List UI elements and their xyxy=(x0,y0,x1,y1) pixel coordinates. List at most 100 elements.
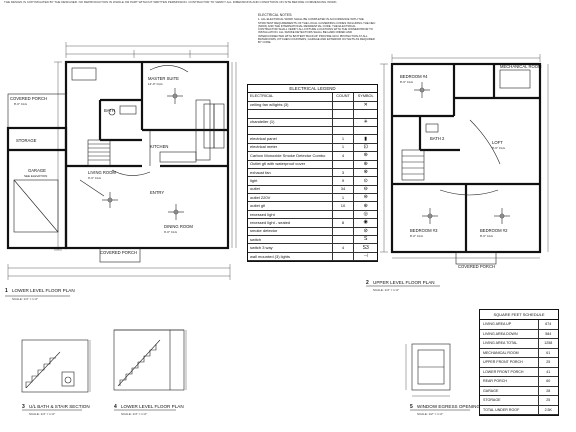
detail-3-scale: SCALE: 1/4" = 1'-0" xyxy=(29,412,55,416)
detail-4-title: LOWER LEVEL FLOOR PLAN xyxy=(121,404,184,409)
electrical-legend: ELECTRICAL LEGEND ELECTRICAL COUNT SYMBO… xyxy=(247,84,378,263)
upper-plan-title: UPPER LEVEL FLOOR PLAN xyxy=(373,280,435,285)
legend-label: light xyxy=(248,177,333,185)
legend-count: 4 xyxy=(333,244,355,252)
schedule-label: LIVING AREA UP xyxy=(480,320,539,329)
schedule-value: 25 xyxy=(546,360,551,365)
room-living-room: LIVING ROOM xyxy=(88,170,116,175)
legend-symbol: ⊡ xyxy=(363,143,368,150)
legend-count xyxy=(333,160,355,168)
legend-row xyxy=(248,126,377,136)
legend-label: electrical panel xyxy=(248,135,333,143)
schedule-label: LOWER FRONT PORCH xyxy=(480,367,539,376)
room-dining-room: DINING ROOM xyxy=(164,224,193,229)
lower-plan-number: 1 xyxy=(5,288,8,294)
electrical-notes-title: ELECTRICAL NOTES: xyxy=(258,13,293,17)
legend-label: outlet gfi xyxy=(248,202,333,210)
legend-row: wall mounted (3) lights⊣ xyxy=(248,252,377,262)
legend-count: 1 xyxy=(333,143,355,152)
schedule-label: REAR PORCH xyxy=(480,377,539,386)
legend-title: ELECTRICAL LEGEND xyxy=(248,85,377,94)
legend-symbol: ⊣ xyxy=(363,253,368,260)
schedule-label: STORAGE xyxy=(480,396,539,405)
lower-level-floor-plan: MASTER SUITE 14'-0" CLG BATH KITCHEN LIV… xyxy=(5,42,237,301)
legend-count xyxy=(333,252,355,261)
room-loft: LOFT xyxy=(492,140,503,145)
legend-count: 1 xyxy=(333,135,355,143)
room-bedroom-4-size: 8'-0" CLG xyxy=(400,80,414,84)
room-storage: STORAGE xyxy=(16,138,37,143)
room-garage: GARAGE xyxy=(28,168,46,173)
room-bath: BATH xyxy=(104,108,115,113)
room-mechanical-room: MECHANICAL ROOM xyxy=(500,64,542,69)
legend-label: Outlet gfi with waterproof cover xyxy=(248,160,333,168)
room-covered-porch-upper: COVERED PORCH xyxy=(458,264,495,269)
legend-count: 10 xyxy=(333,202,355,210)
legend-symbol: ◎ xyxy=(363,211,368,218)
room-covered-porch-size: 8'-0" CLG xyxy=(14,102,28,106)
legend-label: outlet xyxy=(248,185,333,194)
legend-count: 4 xyxy=(333,152,355,160)
room-covered-porch-2: COVERED PORCH xyxy=(100,250,137,255)
schedule-row: UPPER FRONT PORCH 25 xyxy=(480,358,558,368)
schedule-value: 41 xyxy=(546,369,551,374)
legend-count xyxy=(333,236,355,244)
room-entry: ENTRY xyxy=(150,190,164,195)
detail-5-title: WINDOW EGRESS OPENING SIZE xyxy=(417,404,492,409)
legend-count xyxy=(333,118,355,126)
legend-symbol xyxy=(354,127,377,134)
legend-count: 34 xyxy=(333,185,355,194)
legend-count xyxy=(333,210,355,219)
schedule-row: STORAGE 25 xyxy=(480,396,558,406)
schedule-label: UPPER FRONT PORCH xyxy=(480,358,539,367)
legend-symbol: ▮ xyxy=(364,135,368,142)
legend-symbol: ⊜ xyxy=(363,194,368,201)
legend-symbol: ⊕ xyxy=(363,202,368,209)
room-bedroom-3-size: 8'-0" CLG xyxy=(410,234,424,238)
schedule-value: 2.5K xyxy=(544,407,552,412)
legend-symbol: ⊙ xyxy=(363,177,368,184)
schedule-label: MECHANICAL ROOM xyxy=(480,348,539,357)
schedule-row: LOWER FRONT PORCH 41 xyxy=(480,367,558,377)
schedule-value: 674 xyxy=(545,322,552,327)
schedule-value: 25 xyxy=(546,398,551,403)
detail-bath-stair-section: 3 U/L BATH & STAIR SECTION SCALE: 1/4" =… xyxy=(21,339,91,416)
room-living-room-size: 9'-0" CLG xyxy=(88,176,102,180)
detail-5-scale: SCALE: 1/2" = 1'-0" xyxy=(417,412,443,416)
legend-symbol: ⊖ xyxy=(363,185,368,192)
legend-count xyxy=(333,126,355,135)
legend-symbol: ⊗ xyxy=(363,169,368,176)
schedule-value: 1258 xyxy=(544,341,553,346)
room-bedroom-2-size: 8'-0" CLG xyxy=(480,234,494,238)
legend-label: Carbon Monoxide Smoke Detector Combo xyxy=(248,152,333,160)
schedule-title: SQUARE FEET SCHEDULE xyxy=(480,310,558,320)
room-bedroom-2: BEDROOM #2 xyxy=(480,228,508,233)
legend-header-electrical: ELECTRICAL xyxy=(248,93,333,101)
legend-count xyxy=(333,101,355,110)
room-kitchen: KITCHEN xyxy=(150,144,168,149)
schedule-row: REAR PORCH 60 xyxy=(480,377,558,387)
legend-row: recessed light◎ xyxy=(248,210,377,220)
schedule-value: 60 xyxy=(546,379,551,384)
legend-symbol: S3 xyxy=(362,244,369,251)
room-bath-2: BATH 2 xyxy=(430,136,445,141)
legend-symbol xyxy=(354,110,377,117)
room-master-suite-size: 14'-0" CLG xyxy=(148,82,163,86)
room-loft-size: 8'-0" CLG xyxy=(492,146,506,150)
legend-label: chandelier (1) xyxy=(248,118,333,126)
legend-row: Outlet gfi with waterproof cover⊕ xyxy=(248,160,377,169)
legend-label: outlet 220V xyxy=(248,194,333,202)
legend-header-count: COUNT xyxy=(333,93,355,101)
lower-plan-scale: SCALE: 1/4" = 1'-0" xyxy=(12,297,38,301)
